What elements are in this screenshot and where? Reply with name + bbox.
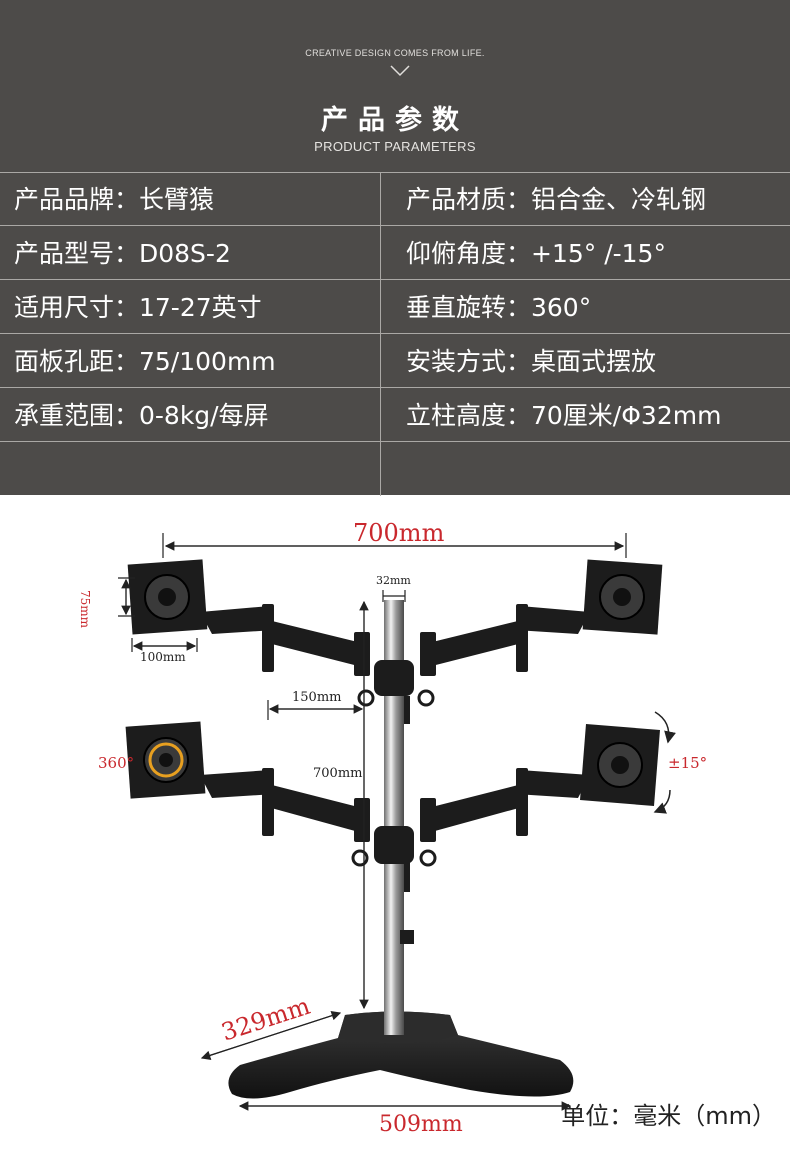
unit-note: 单位：毫米（mm） [561,1102,776,1130]
param-pole-height: 立柱高度：70厘米/Φ32mm [406,401,722,430]
lower-arm-assembly [200,768,590,892]
section-title: 产品参数 [321,105,469,136]
parameters-header-panel: CREATIVE DESIGN COMES FROM LIFE. 产品参数 PR… [0,0,790,496]
upper-arm-assembly [200,604,590,724]
table-row: 产品型号：D08S-2 仰俯角度：+15° /-15° [0,227,790,280]
tagline: CREATIVE DESIGN COMES FROM LIFE. [305,48,485,58]
rotation-dimension: 360° [98,754,135,772]
product-dimension-diagram [118,533,676,1111]
param-mount: 安装方式：桌面式摆放 [406,347,657,376]
width-dimension: 700mm [353,519,445,547]
param-vesa: 面板孔距：75/100mm [14,347,276,376]
table-row: 面板孔距：75/100mm 安装方式：桌面式摆放 [0,335,790,388]
tilt-arrow-icon [653,789,671,814]
param-brand: 产品品牌：长臂猿 [14,185,215,214]
chevron-down-icon [390,65,410,77]
table-row: 产品品牌：长臂猿 产品材质：铝合金、冷轧钢 [0,173,790,226]
param-material: 产品材质：铝合金、冷轧钢 [406,185,707,214]
arm-offset-dimension: 150mm [292,690,342,705]
table-row [0,443,790,496]
param-tilt: 仰俯角度：+15° /-15° [406,239,666,268]
tilt-dimension: ±15° [668,754,708,772]
support-pole [384,600,404,1035]
param-rotation: 垂直旋转：360° [406,293,592,322]
pole-clamp [400,930,414,944]
vesa-plate-bottom-left [125,721,206,799]
pole-height-dimension: 700mm [313,766,363,781]
column-divider [380,173,381,496]
base-width-dimension: 509mm [379,1112,463,1137]
tilt-arrow-icon [654,711,676,744]
vesa-plate-bottom-right [580,724,660,806]
plate-width-dimension: 100mm [140,650,186,664]
vesa-plate-top-right [582,559,663,635]
param-model: 产品型号：D08S-2 [14,239,231,268]
vesa-plate-top-left [127,559,208,635]
pole-diameter-dimension: 32mm [376,574,411,587]
param-size: 适用尺寸：17-27英寸 [14,293,262,322]
dimension-lines [118,533,627,1111]
plate-height-dimension: 75mm [78,590,92,629]
section-subtitle: PRODUCT PARAMETERS [314,139,476,154]
table-row: 适用尺寸：17-27英寸 垂直旋转：360° [0,281,790,334]
param-load: 承重范围：0-8kg/每屏 [14,401,269,430]
table-row: 承重范围：0-8kg/每屏 立柱高度：70厘米/Φ32mm [0,389,790,442]
parameters-table: 产品品牌：长臂猿 产品材质：铝合金、冷轧钢 产品型号：D08S-2 仰俯角度：+… [0,172,790,496]
